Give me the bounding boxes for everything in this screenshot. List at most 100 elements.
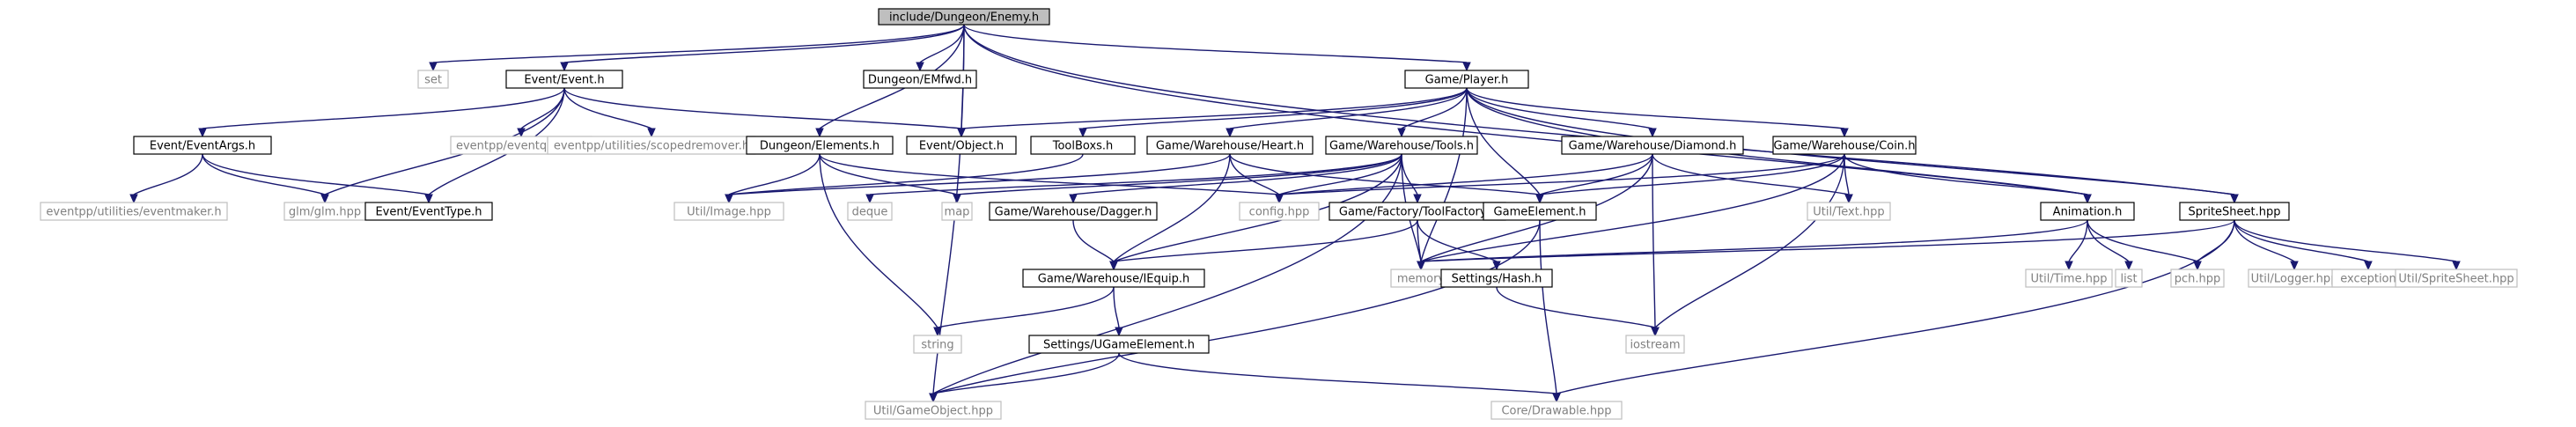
edge-arrowhead	[1844, 194, 1853, 204]
edge-line	[2197, 219, 2235, 262]
node-label: Util/Time.hpp	[2031, 273, 2108, 286]
edge-arrowhead	[916, 62, 924, 72]
node-toolboxs[interactable]: ToolBoxs.h	[1030, 136, 1136, 155]
node-heart[interactable]: Game/Warehouse/Heart.h	[1146, 136, 1314, 155]
node-label: eventpp/utilities/eventmaker.h	[46, 206, 221, 219]
node-eventargs[interactable]: Event/EventArgs.h	[133, 136, 272, 155]
edge-player-to-coin	[1466, 87, 1849, 138]
edge-eventargs-to-glm	[202, 153, 329, 204]
edge-arrowhead	[2083, 194, 2092, 204]
node-glm: glm/glm.hpp	[283, 202, 366, 221]
node-box	[1146, 136, 1314, 155]
node-spritesheet[interactable]: SpriteSheet.hpp	[2179, 202, 2290, 221]
edge-player-to-tools	[1397, 87, 1468, 138]
node-ugameelement[interactable]: Settings/UGameElement.h	[1028, 335, 1210, 354]
edge-arrowhead	[129, 194, 138, 204]
node-animation[interactable]: Animation.h	[2040, 202, 2135, 221]
node-gameelement[interactable]: GameElement.h	[1483, 202, 1597, 221]
node-emfwd[interactable]: Dungeon/EMfwd.h	[863, 70, 977, 89]
edge-arrowhead	[1648, 128, 1657, 138]
node-logger: Util/Logger.hpp	[2248, 269, 2341, 288]
edge-diamond-to-text	[1652, 153, 1853, 204]
edge-line	[819, 153, 938, 328]
edge-line	[1278, 153, 1845, 195]
edge-player-to-object	[957, 87, 1468, 138]
node-label: exception	[2340, 273, 2396, 286]
edge-line	[2087, 219, 2130, 262]
node-label: Core/Drawable.hpp	[1501, 405, 1611, 418]
node-utilspritesheet: Util/SpriteSheet.hpp	[2395, 269, 2518, 288]
node-toolfactory[interactable]: Game/Factory/ToolFactory.h	[1328, 202, 1506, 221]
node-label: Game/Warehouse/Diamond.h	[1569, 140, 1737, 153]
node-label: Game/Warehouse/IEquip.h	[1038, 273, 1190, 286]
edge-arrowhead	[929, 393, 938, 403]
node-player[interactable]: Game/Player.h	[1404, 70, 1529, 89]
edge-line	[932, 24, 965, 394]
node-event[interactable]: Event/Event.h	[505, 70, 623, 89]
node-eventtype[interactable]: Event/EventType.h	[364, 202, 493, 221]
node-box	[1030, 136, 1136, 155]
edge-line	[963, 24, 2235, 195]
node-object[interactable]: Event/Object.h	[906, 136, 1017, 155]
edge-arrowhead	[933, 327, 942, 337]
edge-coin-to-config	[1275, 153, 1845, 204]
node-coin[interactable]: Game/Warehouse/Coin.h	[1772, 136, 1917, 155]
edge-arrowhead	[560, 62, 569, 72]
node-dagger[interactable]: Game/Warehouse/Dagger.h	[989, 202, 1158, 221]
node-gameobject: Util/GameObject.hpp	[865, 401, 1002, 420]
edge-line	[937, 286, 1115, 328]
edge-line	[432, 24, 965, 63]
node-box	[1440, 269, 1553, 288]
node-box	[2040, 202, 2135, 221]
edge-animation-to-list	[2087, 219, 2133, 271]
node-hash[interactable]: Settings/Hash.h	[1440, 269, 1553, 288]
node-iostream: iostream	[1625, 335, 1685, 354]
edge-arrowhead	[1275, 194, 1284, 204]
edge-toolboxs-to-image	[725, 153, 1084, 204]
node-label: Animation.h	[2053, 206, 2123, 219]
edge-animation-to-utiltime	[2064, 219, 2088, 271]
edge-line	[963, 24, 2088, 195]
node-box	[673, 202, 784, 221]
node-label: Dungeon/Elements.h	[760, 140, 880, 153]
node-box	[1625, 335, 1685, 354]
node-dunelements[interactable]: Dungeon/Elements.h	[746, 136, 894, 155]
node-tools[interactable]: Game/Warehouse/Tools.h	[1325, 136, 1478, 155]
edge-line	[1652, 153, 1850, 195]
edge-line	[1072, 153, 1402, 195]
edge-player-to-diamond	[1466, 87, 1657, 138]
node-box	[913, 335, 962, 354]
edge-ugameelement-to-gameobject	[929, 352, 1120, 403]
edge-tools-to-map	[953, 153, 1402, 204]
node-eventmaker: eventpp/utilities/eventmaker.h	[40, 202, 228, 221]
edge-arrowhead	[2193, 261, 2202, 271]
edge-arrowhead	[429, 62, 438, 72]
edge-line	[563, 24, 965, 63]
edge-arrowhead	[1397, 128, 1406, 138]
edge-arrowhead	[1417, 261, 1425, 271]
node-config: config.hpp	[1239, 202, 1320, 221]
edge-iequip-to-ugameelement	[1113, 286, 1123, 337]
edge-line	[1652, 153, 1656, 328]
node-scopedremover: eventpp/utilities/scopedremover.h	[547, 136, 756, 155]
edge-player-to-toolboxs	[1078, 87, 1468, 138]
edge-line	[728, 153, 1084, 195]
node-label: include/Dungeon/Enemy.h	[889, 11, 1039, 25]
edge-arrowhead	[1462, 62, 1471, 72]
edge-arrowhead	[1535, 194, 1544, 204]
node-diamond[interactable]: Game/Warehouse/Diamond.h	[1561, 136, 1744, 155]
edge-line	[2234, 219, 2457, 262]
node-box	[2395, 269, 2518, 288]
edge-event-to-object	[563, 87, 966, 138]
edge-line	[1420, 219, 2088, 262]
edge-toolfactory-to-hash	[1417, 219, 1501, 271]
edge-animation-to-memory	[1417, 219, 2088, 271]
node-iequip[interactable]: Game/Warehouse/IEquip.h	[1022, 269, 1205, 288]
edge-line	[1466, 87, 1845, 129]
node-box	[1028, 335, 1210, 354]
edge-line	[932, 352, 1120, 394]
node-box	[865, 401, 1002, 420]
edge-line	[2234, 219, 2369, 262]
edge-iequip-to-string	[933, 286, 1115, 337]
edge-diamond-to-iostream	[1651, 153, 1660, 337]
